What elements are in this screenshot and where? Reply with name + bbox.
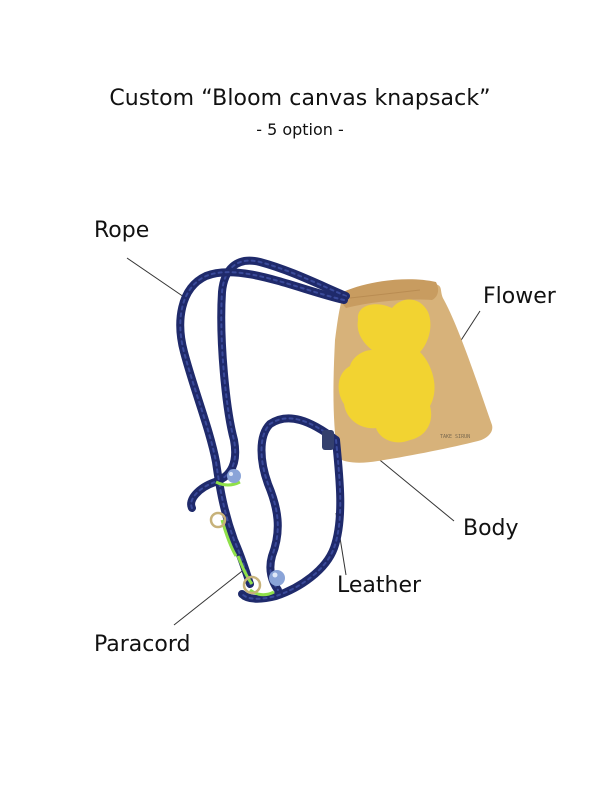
bag-tag-text: TAKE SIRUN <box>440 434 470 440</box>
charm <box>269 570 285 586</box>
rope-strap <box>176 256 350 603</box>
leader-line-paracord <box>173 567 247 626</box>
label-paracord: Paracord <box>94 632 191 657</box>
metal-ring <box>242 575 262 595</box>
label-flower: Flower <box>483 284 556 309</box>
page-subtitle: - 5 option - <box>256 120 344 139</box>
bag-body: TAKE SIRUN <box>333 279 493 463</box>
flower-print <box>338 299 435 443</box>
metal-ring <box>209 511 227 529</box>
label-leather: Leather <box>337 573 422 598</box>
leader-line-rope <box>126 257 185 298</box>
leader-line-body <box>369 451 455 522</box>
charm <box>227 469 241 483</box>
leather-tab <box>322 430 334 450</box>
label-body: Body <box>463 516 519 541</box>
paracord-details <box>209 469 285 597</box>
page-title: Custom “Bloom canvas knapsack” <box>109 86 491 111</box>
label-rope: Rope <box>94 218 150 243</box>
